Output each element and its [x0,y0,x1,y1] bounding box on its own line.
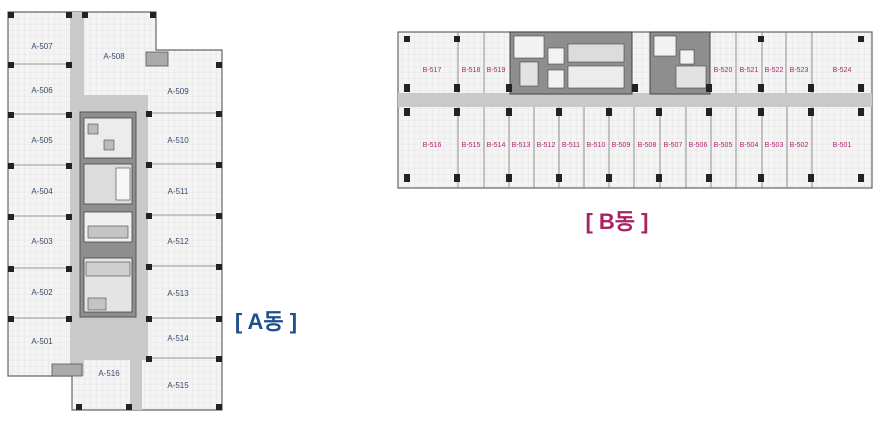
room-b-524: B-524 [833,67,852,74]
room-a-515: A-515 [167,381,189,390]
room-b-511: B-511 [562,142,580,149]
room-b-505: B-505 [714,142,733,149]
room-b-516: B-516 [423,142,442,149]
room-b-514: B-514 [487,142,506,149]
room-b-517: B-517 [423,67,442,74]
room-b-512: B-512 [537,142,556,149]
room-b-518: B-518 [462,67,481,74]
room-a-504: A-504 [31,187,53,196]
room-a-511: A-511 [168,187,189,196]
building-a-label: [ A동 ] [235,309,297,334]
room-a-507: A-507 [31,42,53,51]
room-b-513: B-513 [512,142,531,149]
room-a-508: A-508 [103,52,125,61]
building-b-plan: B-517 B-518 B-519 B-520 B-521 B-522 B-52… [397,31,873,189]
room-a-513: A-513 [167,289,189,298]
room-b-506: B-506 [689,142,708,149]
room-b-510: B-510 [587,142,606,149]
room-b-504: B-504 [740,142,759,149]
room-b-522: B-522 [765,67,784,74]
room-a-512: A-512 [167,237,189,246]
building-b-outline [397,31,873,189]
room-b-519: B-519 [487,67,506,74]
room-b-515: B-515 [462,142,481,149]
room-b-509: B-509 [612,142,631,149]
room-b-523: B-523 [790,67,809,74]
room-b-520: B-520 [714,67,733,74]
building-a-plan: A-507 A-508 A-509 A-506 A-505 A-510 A-50… [7,11,223,411]
room-a-509: A-509 [167,87,189,96]
room-a-514: A-514 [167,334,189,343]
room-a-505: A-505 [31,136,53,145]
room-b-521: B-521 [740,67,759,74]
room-b-507: B-507 [664,142,683,149]
building-b-label: [ B동 ] [585,209,648,234]
room-b-502: B-502 [790,142,809,149]
room-a-503: A-503 [31,237,53,246]
room-a-506: A-506 [31,86,53,95]
room-b-501: B-501 [833,142,852,149]
room-a-502: A-502 [31,288,53,297]
room-a-501: A-501 [31,337,53,346]
room-a-510: A-510 [167,136,189,145]
room-b-503: B-503 [765,142,784,149]
building-b-corridor [398,93,872,107]
room-b-508: B-508 [638,142,657,149]
room-a-516: A-516 [98,369,120,378]
